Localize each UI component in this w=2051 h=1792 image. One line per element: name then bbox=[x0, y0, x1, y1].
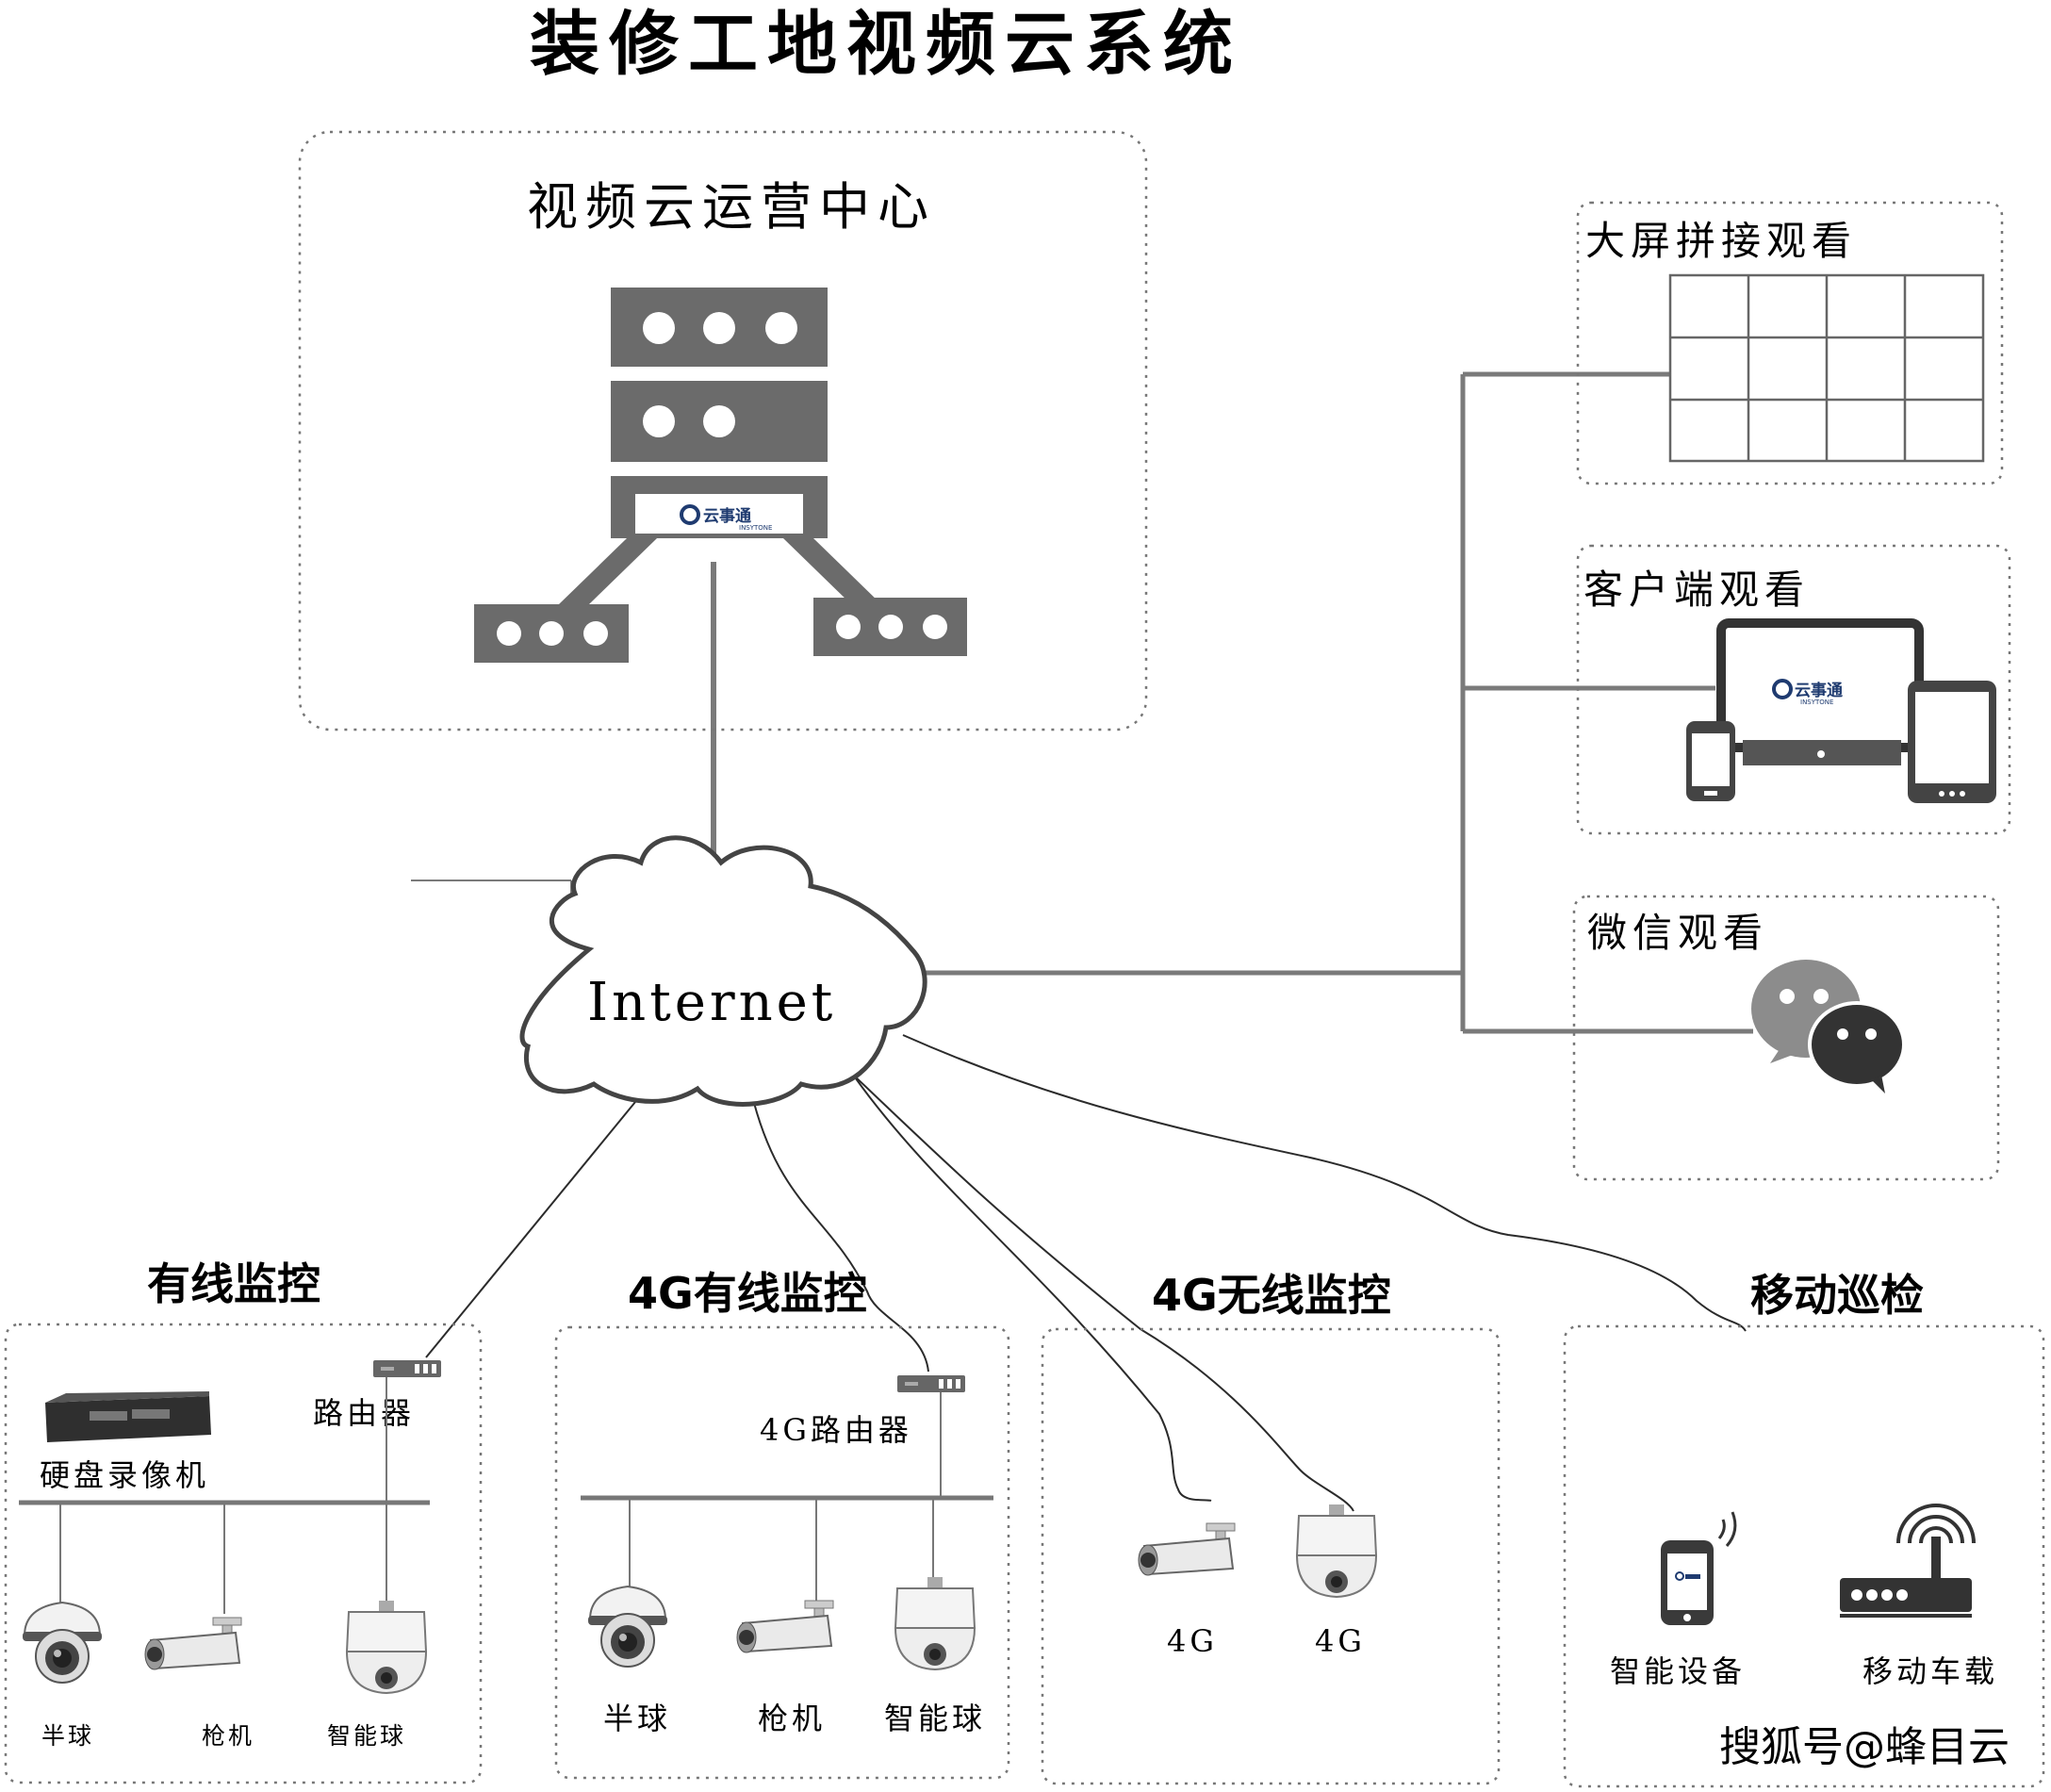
g4wired-router-label: 4G路由器 bbox=[760, 1412, 912, 1448]
mobile-title: 移动巡检 bbox=[1750, 1270, 1924, 1321]
g4wired-bullet-icon bbox=[736, 1600, 834, 1653]
center-logo: 云事通 INSYTONE bbox=[680, 504, 772, 532]
dvr-label: 硬盘录像机 bbox=[40, 1457, 209, 1493]
client-logo: 云事通 INSYTONE bbox=[1772, 679, 1843, 706]
network-links bbox=[425, 1034, 1747, 1512]
internet-cloud bbox=[519, 835, 927, 1107]
wired-bullet-label: 枪机 bbox=[202, 1722, 254, 1750]
g4wireless-title: 4G无线监控 bbox=[1152, 1270, 1391, 1321]
wired-bullet-icon bbox=[144, 1617, 242, 1670]
wired-router-label: 路由器 bbox=[313, 1395, 415, 1431]
g4wired-ptz-label: 智能球 bbox=[884, 1701, 986, 1736]
wired-dome-label: 半球 bbox=[41, 1722, 94, 1750]
g4wireless-box bbox=[1041, 1327, 1501, 1785]
svg-text:云事通: 云事通 bbox=[1795, 682, 1843, 700]
g4-cam1-icon bbox=[1138, 1522, 1236, 1576]
wired-ptz-label: 智能球 bbox=[327, 1722, 406, 1750]
vehicle-unit-icon bbox=[1840, 1504, 1976, 1618]
smart-device-label: 智能设备 bbox=[1610, 1653, 1746, 1689]
g4wired-dome-label: 半球 bbox=[603, 1701, 671, 1736]
svg-text:云事通: 云事通 bbox=[703, 507, 751, 526]
wall-box bbox=[1576, 201, 2004, 485]
vehicle-unit-label: 移动车载 bbox=[1862, 1653, 1998, 1689]
tablet-icon bbox=[1908, 681, 1996, 803]
g4-cam1-label: 4G bbox=[1167, 1623, 1218, 1659]
phone-icon bbox=[1686, 721, 1735, 801]
wechat-box bbox=[1572, 895, 2000, 1181]
dvr-icon bbox=[45, 1391, 211, 1442]
svg-text:INSYTONE: INSYTONE bbox=[1800, 699, 1833, 706]
internet-label: Internet bbox=[587, 972, 836, 1033]
g4-cam2-icon bbox=[1296, 1504, 1377, 1598]
svg-text:INSYTONE: INSYTONE bbox=[739, 524, 772, 532]
server-icon bbox=[474, 288, 967, 663]
g4-cam2-label: 4G bbox=[1315, 1623, 1366, 1659]
client-box bbox=[1576, 544, 2011, 835]
g4wired-box bbox=[554, 1325, 1010, 1780]
wall-label: 大屏拼接观看 bbox=[1585, 218, 1857, 264]
wired-bus bbox=[19, 1377, 430, 1614]
wechat-label: 微信观看 bbox=[1587, 910, 1768, 956]
g4wired-bullet-label: 枪机 bbox=[758, 1701, 826, 1736]
wired-ptz-icon bbox=[346, 1600, 427, 1694]
smart-device-icon bbox=[1661, 1511, 1737, 1625]
diagram-title: 装修工地视频云系统 bbox=[530, 4, 1242, 85]
wired-title: 有线监控 bbox=[147, 1258, 320, 1309]
wired-dome-icon bbox=[22, 1602, 103, 1684]
g4wired-router-icon bbox=[897, 1375, 965, 1392]
center-title: 视频云运营中心 bbox=[527, 177, 936, 237]
mobile-box bbox=[1563, 1324, 2045, 1788]
wechat-icon bbox=[1751, 960, 1906, 1093]
client-label: 客户端观看 bbox=[1583, 567, 1810, 613]
g4wired-title: 4G有线监控 bbox=[628, 1268, 867, 1319]
wired-router-icon bbox=[373, 1360, 441, 1377]
g4wired-dome-icon bbox=[587, 1586, 668, 1668]
g4wired-ptz-icon bbox=[894, 1576, 976, 1670]
watermark: 搜狐号@蜂目云 bbox=[1719, 1723, 2010, 1771]
center-box bbox=[298, 130, 1148, 732]
video-wall-icon bbox=[1668, 273, 1985, 463]
